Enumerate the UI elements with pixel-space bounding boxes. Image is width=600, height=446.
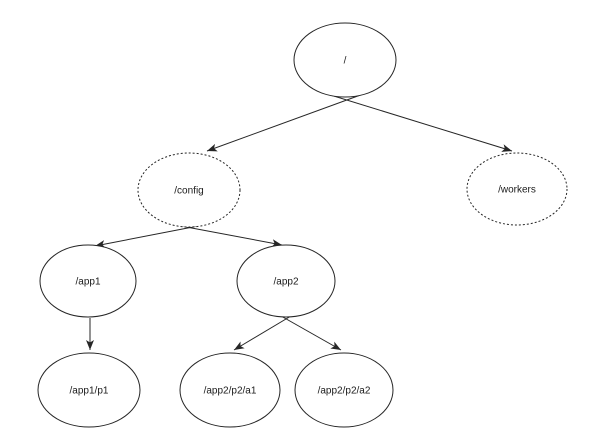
- tree-node-label-workers: /workers: [498, 185, 536, 196]
- tree-node-ellipse-workers: [466, 152, 568, 226]
- tree-node-app2-p2-a2: /app2/p2/a2: [294, 352, 394, 428]
- tree-node-label-app1-p1: /app1/p1: [70, 386, 109, 397]
- tree-node-ellipse-app2: [236, 244, 336, 318]
- tree-edge-root-to-workers: [323, 92, 513, 152]
- tree-node-label-app2-p2-a1: /app2/p2/a1: [204, 386, 257, 397]
- tree-node-label-app1: /app1: [75, 277, 100, 288]
- tree-node-ellipse-app1: [39, 244, 137, 318]
- tree-node-workers: /workers: [466, 152, 568, 226]
- tree-edge-app2-to-app2-p2-a2: [280, 315, 342, 351]
- tree-node-ellipse-app1-p1: [37, 352, 141, 428]
- tree-node-label-app2: /app2: [273, 277, 298, 288]
- tree-nodes-layer: / /config/workers/app1/app2/app1/p1/app2/…: [37, 22, 568, 428]
- tree-node-ellipse-app2-p2-a2: [294, 352, 394, 428]
- tree-node-app2: /app2: [236, 244, 336, 318]
- tree-edge-config-to-app1: [94, 225, 199, 249]
- tree-node-label-root: /: [344, 56, 347, 67]
- tree-edge-root-to-config: [206, 92, 367, 152]
- tree-edge-app2-to-app2-p2-a1: [233, 315, 292, 351]
- tree-node-label-app2-p2-a2: /app2/p2/a2: [318, 386, 371, 397]
- tree-node-ellipse-root: [293, 22, 397, 98]
- tree-edges-layer: [86, 92, 513, 351]
- tree-node-config: /config: [137, 152, 241, 228]
- tree-node-ellipse-config: [137, 152, 241, 228]
- tree-node-root: /: [293, 22, 397, 98]
- tree-node-app2-p2-a1: /app2/p2/a1: [179, 352, 281, 428]
- tree-node-ellipse-app2-p2-a1: [179, 352, 281, 428]
- tree-node-label-config: /config: [174, 186, 203, 197]
- tree-node-app1: /app1: [39, 244, 137, 318]
- tree-edge-config-to-app2: [180, 225, 283, 248]
- tree-node-app1-p1: /app1/p1: [37, 352, 141, 428]
